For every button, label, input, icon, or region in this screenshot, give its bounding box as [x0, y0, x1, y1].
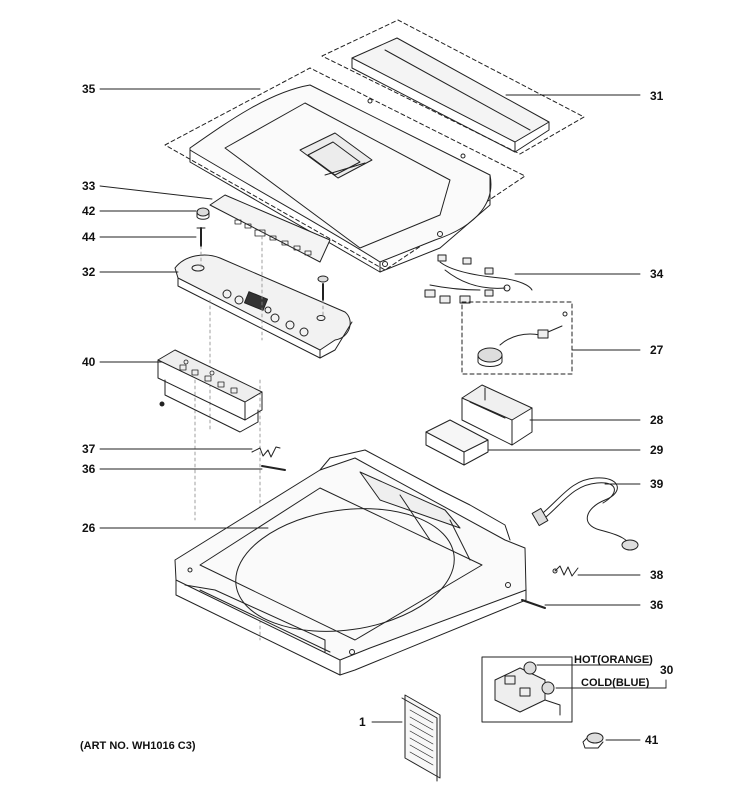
callout-30: 30 — [660, 663, 674, 677]
part-41-plug — [582, 732, 604, 749]
callout-33: 33 — [82, 179, 96, 193]
part-1-manual — [401, 694, 441, 782]
callout-40: 40 — [82, 355, 96, 369]
callout-36-lower: 36 — [650, 598, 664, 612]
art-number: (ART NO. WH1016 C3) — [80, 740, 196, 752]
callout-34: 34 — [650, 267, 664, 281]
callout-28: 28 — [650, 413, 664, 427]
callout-27: 27 — [650, 343, 664, 357]
part-40-pcb — [157, 349, 263, 433]
part-36-rod-lower — [521, 599, 546, 609]
part-31-panel-trim — [321, 19, 585, 155]
part-30-water-valve — [481, 656, 573, 723]
callout-39: 39 — [650, 477, 664, 491]
part-27-pressure-switch — [461, 301, 573, 375]
callout-35: 35 — [82, 82, 96, 96]
part-35-lid-assembly — [164, 67, 526, 273]
callout-32: 32 — [82, 265, 96, 279]
part-38-spring — [552, 565, 579, 577]
part-33-decal — [209, 194, 331, 263]
part-34-wire-harness — [424, 254, 533, 304]
callout-41: 41 — [645, 733, 659, 747]
part-42-knob — [196, 207, 210, 220]
part-32-screw — [317, 275, 329, 301]
callout-38: 38 — [650, 568, 664, 582]
callout-44: 44 — [82, 230, 96, 244]
callout-29: 29 — [650, 443, 664, 457]
callout-31: 31 — [650, 89, 664, 103]
callout-37: 37 — [82, 442, 96, 456]
hot-orange-label: HOT(ORANGE) — [574, 654, 653, 666]
part-28-dispenser — [461, 384, 533, 446]
callout-1: 1 — [359, 715, 366, 729]
part-36-rod-upper — [261, 465, 286, 471]
callout-42: 42 — [82, 204, 96, 218]
part-26-top-cover — [174, 449, 527, 676]
callout-36-upper: 36 — [82, 462, 96, 476]
part-32-control-panel — [174, 254, 353, 359]
cold-blue-label: COLD(BLUE) — [581, 677, 650, 689]
part-29-drawer — [425, 419, 489, 466]
callout-leader-lines — [99, 88, 667, 741]
part-39-inlet-hose — [531, 477, 639, 551]
callout-26: 26 — [82, 521, 96, 535]
part-44-screw — [196, 227, 206, 247]
part-37-spring — [251, 446, 281, 458]
